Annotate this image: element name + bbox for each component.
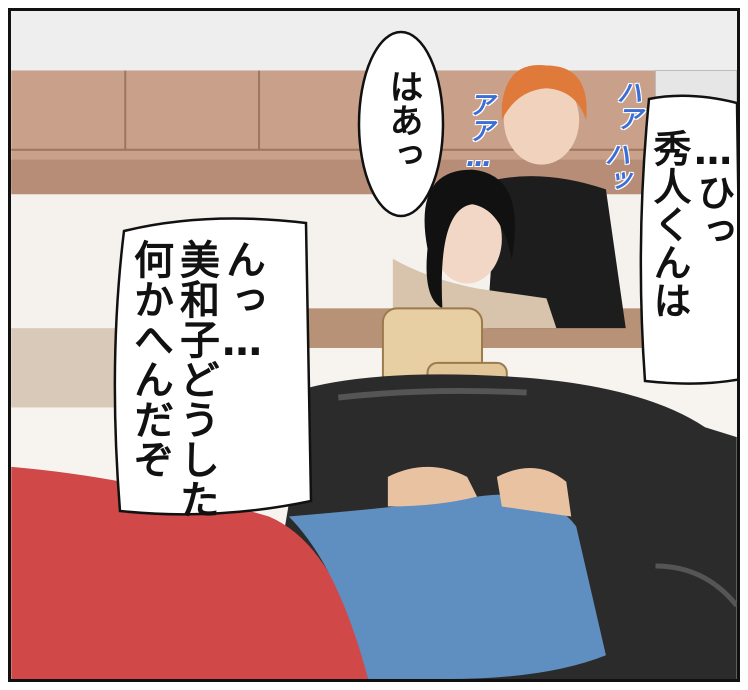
hideto-body (486, 176, 626, 329)
hideto-hair (501, 65, 587, 121)
sfx-ha: ハッ (600, 141, 630, 193)
sfx-aa: アア… (464, 91, 494, 173)
speech-bubble-hideto (639, 94, 737, 385)
hideto-face (503, 75, 580, 165)
speech-bubble-gasp (357, 30, 445, 218)
hideto-text: …ひっ 秀人くんは (647, 129, 735, 319)
sfx-haa: ハア (612, 79, 642, 131)
gasp-text: はあっ (383, 69, 423, 171)
speech-bubble-husband (113, 217, 313, 516)
husband-shirt (11, 466, 369, 679)
miwako-hair (424, 169, 515, 309)
husband-knee (387, 466, 478, 507)
manga-panel: はあっ …ひっ 秀人くんは んっ… 美和子どうした 何かへんだぞ アア… ハア … (8, 8, 740, 682)
husband-jeans (288, 494, 606, 679)
husband-text: んっ… 美和子どうした 何かへんだぞ (127, 239, 265, 519)
